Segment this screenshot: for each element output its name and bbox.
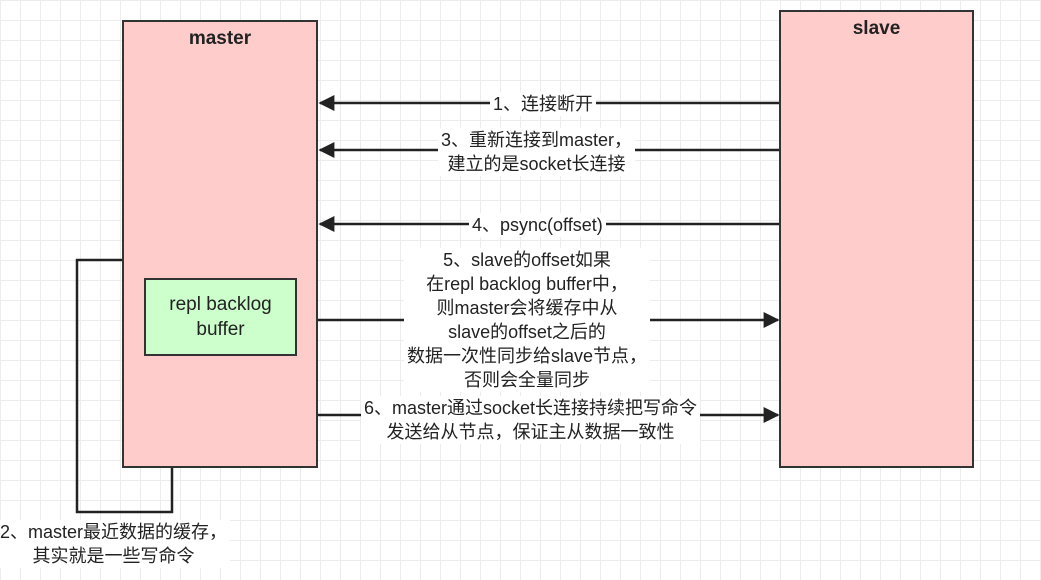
step-1-line-1: 1、连接断开 <box>493 94 594 114</box>
slave-title: slave <box>852 18 901 39</box>
step-5-line-5: 数据一次性同步给slave节点， <box>407 346 648 366</box>
step-3-line-2: 建立的是socket长连接 <box>447 154 626 174</box>
step-6-line-2: 发送给从节点，保证主从数据一致性 <box>386 422 675 442</box>
master-title: master <box>188 28 252 49</box>
step-5-line-1: 5、slave的offset如果 <box>443 250 611 270</box>
step-5-line-2: 在repl backlog buffer中， <box>426 274 628 294</box>
step-3-label: 3、重新连接到master， 建立的是socket长连接 <box>438 128 636 176</box>
step-5-line-6: 否则会全量同步 <box>464 370 591 390</box>
step-4-label: 4、psync(offset) <box>469 213 606 237</box>
step-2-line-1: 2、master最近数据的缓存， <box>0 522 228 542</box>
step-2-line-2: 其实就是一些写命令 <box>32 546 195 566</box>
step-2-label: 2、master最近数据的缓存， 其实就是一些写命令 <box>0 520 231 568</box>
step-1-label: 1、连接断开 <box>490 92 597 116</box>
step-5-line-3: 则master会将缓存中从 <box>436 298 618 318</box>
slave-node: slave <box>779 10 974 468</box>
step-5-label: 5、slave的offset如果 在repl backlog buffer中， … <box>404 248 651 392</box>
step-4-line-1: 4、psync(offset) <box>472 215 603 235</box>
step-6-label: 6、master通过socket长连接持续把写命令 发送给从节点，保证主从数据一… <box>361 396 701 444</box>
step-3-line-1: 3、重新连接到master， <box>441 130 633 150</box>
repl-backlog-buffer: repl backlog buffer <box>144 278 297 356</box>
step-5-line-4: slave的offset之后的 <box>448 322 606 342</box>
repl-backlog-buffer-label: repl backlog buffer <box>169 294 272 340</box>
step-6-line-1: 6、master通过socket长连接持续把写命令 <box>364 398 698 418</box>
master-node: master <box>122 20 318 468</box>
